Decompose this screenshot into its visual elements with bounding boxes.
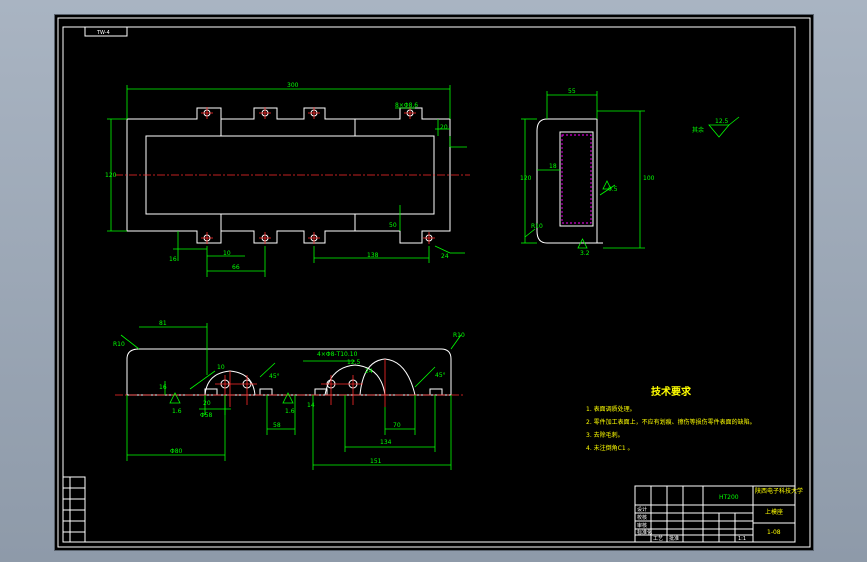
dim-18: 18 (549, 163, 557, 170)
dim-holes-label: 4×Φ8-T10.10 (317, 351, 358, 358)
side-view: 55 120 100 18 R10 0.5 3.2 (520, 88, 655, 257)
other-roughness-value: 12.5 (715, 118, 729, 125)
dim-20: 20 (440, 124, 448, 131)
hole-center-marks (201, 107, 435, 244)
front-view: R10 R10 81 4×Φ8-T10.10 10 45° 45° 16 20 … (113, 320, 465, 470)
technical-requirements: 技术要求 1. 表面调质处理。 2. 零件加工表面上，不应有划痕、擦伤等损伤零件… (586, 385, 756, 452)
dim-height: 120 (105, 172, 117, 179)
dim-100: 100 (643, 175, 655, 182)
title-scale: 1:1 (738, 536, 746, 542)
corner-tag-box (84, 26, 128, 37)
tech-req-item: 1. 表面调质处理。 (586, 405, 636, 413)
dim-overall-length: 300 (287, 82, 299, 89)
dim-24-front: 24 (365, 368, 373, 375)
dim-45-a: 45° (269, 373, 280, 380)
front-view-cut (324, 364, 386, 396)
dim-05: 0.5 (608, 186, 618, 193)
title-block: HT200 陕西电子科技大学 上模座 1-08 1:1 设计 校核 审核 标准化… (634, 485, 803, 543)
front-view-cut (359, 358, 416, 396)
front-view-outline (126, 348, 452, 396)
top-view-outline (126, 107, 451, 244)
dim-45-b: 45° (435, 372, 446, 379)
tech-req-item: 4. 未注倒角C1 。 (586, 444, 634, 452)
title-code: 1-08 (767, 529, 781, 536)
title-part: 上模座 (765, 508, 783, 516)
dim-16: 16 (169, 256, 177, 263)
side-roughness-value: 3.2 (580, 250, 590, 257)
title-row-label: 工艺 (653, 536, 663, 542)
dim-55: 55 (568, 88, 576, 95)
dim-134: 134 (380, 439, 392, 446)
dim-81: 81 (159, 320, 167, 327)
dim-holes: 8×Φ8.6 (395, 102, 418, 109)
sheet-inner-border (62, 26, 796, 543)
other-roughness: 其余 12.5 (692, 116, 740, 138)
tech-req-item: 2. 零件加工表面上，不应有划痕、擦伤等损伤零件表面的缺陷。 (586, 418, 756, 426)
dim-12-5-front: 12.5 (347, 359, 361, 366)
dim-10: 10 (223, 250, 231, 257)
title-row-label: 审核 (637, 522, 647, 529)
dim-ra-16-a: 1.6 (172, 408, 182, 415)
top-view: 300 120 8×Φ8.6 20 10 16 66 50 138 24 (105, 82, 470, 277)
revision-strip (62, 476, 86, 543)
dim-ra-16-b: 1.6 (285, 408, 295, 415)
dim-r10: R10 (531, 223, 543, 230)
roughness-symbol (169, 392, 181, 404)
dim-b58: Φ58 (200, 412, 213, 419)
roughness-symbol (282, 392, 294, 404)
drawing-canvas: TW-4 (57, 17, 811, 548)
dim-66: 66 (232, 264, 240, 271)
title-row-label: 校核 (637, 514, 647, 521)
title-row-label: 标准化 (637, 529, 652, 536)
dim-d80: Φ80 (170, 448, 183, 455)
title-row-label: 批准 (669, 535, 679, 542)
top-view-dimension-lines (107, 85, 467, 277)
sheet-outer-border (57, 17, 811, 548)
dim-20-front: 20 (203, 400, 211, 407)
dim-58: 58 (273, 422, 281, 429)
corner-tag-text: TW-4 (96, 30, 110, 36)
dim-r10-left: R10 (113, 341, 125, 348)
cad-viewport[interactable]: TW-4 (55, 15, 813, 550)
roughness-symbol-other (708, 124, 730, 138)
tech-req-item: 3. 去除毛刺。 (586, 431, 624, 439)
dim-120: 120 (520, 175, 532, 182)
dim-50: 50 (389, 222, 397, 229)
dim-14-front: 14 (307, 402, 315, 409)
other-roughness-label: 其余 (692, 126, 704, 134)
dim-70: 70 (393, 422, 401, 429)
side-view-hidden-edge (561, 134, 592, 224)
dim-r10-right: R10 (453, 332, 465, 339)
title-row-label: 设计 (637, 506, 647, 513)
front-view-dimension-lines (120, 323, 462, 470)
front-view-center-marks (215, 359, 386, 407)
dim-10-front: 10 (217, 364, 225, 371)
dim-151: 151 (370, 458, 382, 465)
side-view-recess (559, 131, 594, 227)
dim-24: 24 (441, 253, 449, 260)
title-material: HT200 (719, 494, 739, 501)
tech-req-title: 技术要求 (651, 385, 692, 398)
roughness-symbol (602, 180, 612, 190)
dim-16-front: 16 (159, 384, 167, 391)
dim-138: 138 (367, 252, 379, 259)
title-school: 陕西电子科技大学 (755, 487, 803, 495)
side-view-outline (536, 118, 598, 244)
roughness-symbol (577, 238, 588, 249)
side-view-dimension-lines (521, 91, 645, 249)
